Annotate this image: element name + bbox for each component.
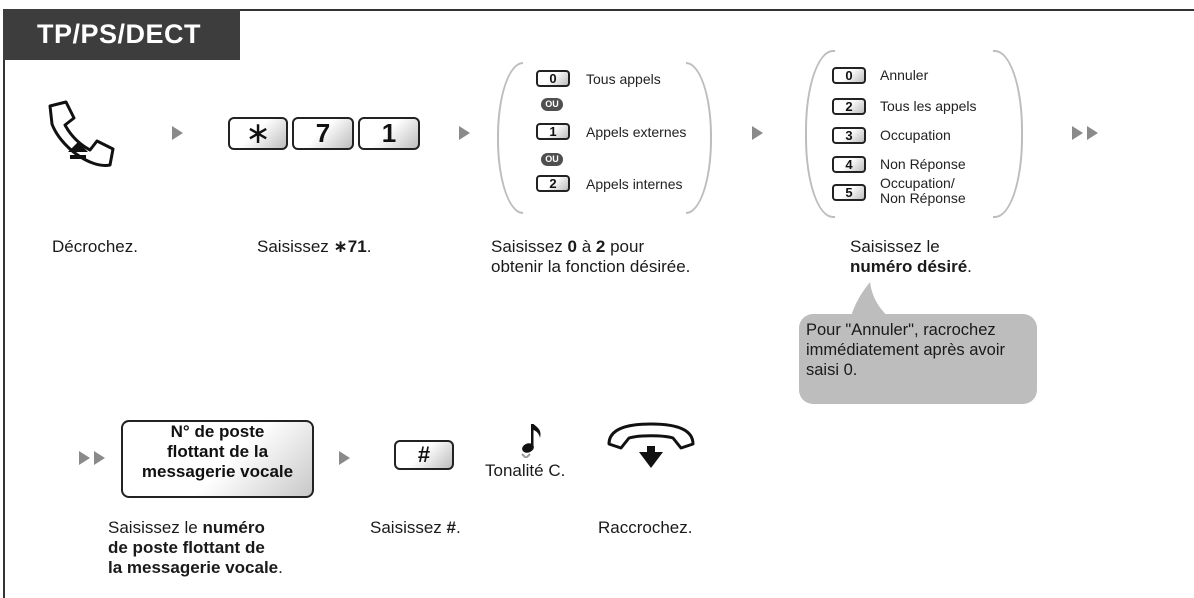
step1-caption: Décrochez.	[52, 237, 138, 256]
key-7: 7	[292, 117, 354, 150]
key-hash: #	[394, 440, 454, 470]
flow-arrow	[752, 126, 763, 140]
note-bubble: Pour "Annuler", racrochez immédiatement …	[799, 314, 1037, 404]
step2-caption: Saisissez ∗71.	[257, 237, 372, 256]
speech-bubble-tail	[850, 282, 892, 320]
option-label: Tous les appels	[880, 98, 977, 114]
step5-caption: Saisissez le numéro de poste flottant de…	[108, 518, 283, 577]
option-label: Tous appels	[586, 71, 661, 87]
or-badge: OU	[541, 153, 563, 166]
option-label: Non Réponse	[880, 156, 966, 172]
step6-caption: Saisissez #.	[370, 518, 461, 537]
flow-arrow-double	[1087, 126, 1098, 140]
option-label: Appels externes	[586, 124, 687, 140]
option-key-1: 1	[536, 123, 570, 140]
option-label: Occupation/Non Réponse	[880, 175, 966, 206]
option-key-2: 2	[536, 175, 570, 192]
option-key-0: 0	[832, 67, 866, 84]
flow-arrow-double	[94, 451, 105, 465]
handset-off-hook-icon	[48, 100, 115, 167]
option-label: Occupation	[880, 127, 951, 143]
flow-arrow	[172, 126, 183, 140]
option-key-3: 3	[832, 127, 866, 144]
key-1: 1	[358, 117, 420, 150]
or-badge: OU	[541, 98, 563, 111]
flow-arrow	[459, 126, 470, 140]
option-label: Appels internes	[586, 176, 683, 192]
option-key-5: 5	[832, 184, 866, 201]
handset-on-hook-icon	[607, 422, 695, 468]
step3-caption: Saisissez 0 à 2 pour obtenir la fonction…	[491, 237, 691, 276]
flow-arrow	[339, 451, 350, 465]
flow-arrow-double	[79, 451, 90, 465]
device-tag: TP/PS/DECT	[3, 9, 240, 60]
step4-caption: Saisissez le numéro désiré.	[850, 237, 972, 276]
tone-label: Tonalité C.	[485, 461, 566, 480]
step8-caption: Raccrochez.	[598, 518, 693, 537]
flow-arrow-double	[1072, 126, 1083, 140]
option-key-0: 0	[536, 70, 570, 87]
key-star: ∗	[228, 117, 288, 150]
option-key-4: 4	[832, 156, 866, 173]
option-key-2: 2	[832, 98, 866, 115]
music-note-icon	[521, 424, 541, 458]
floating-extension-box: N° de poste flottant de la messagerie vo…	[121, 420, 314, 498]
diagram-frame	[3, 9, 1194, 598]
option-label: Annuler	[880, 67, 929, 83]
